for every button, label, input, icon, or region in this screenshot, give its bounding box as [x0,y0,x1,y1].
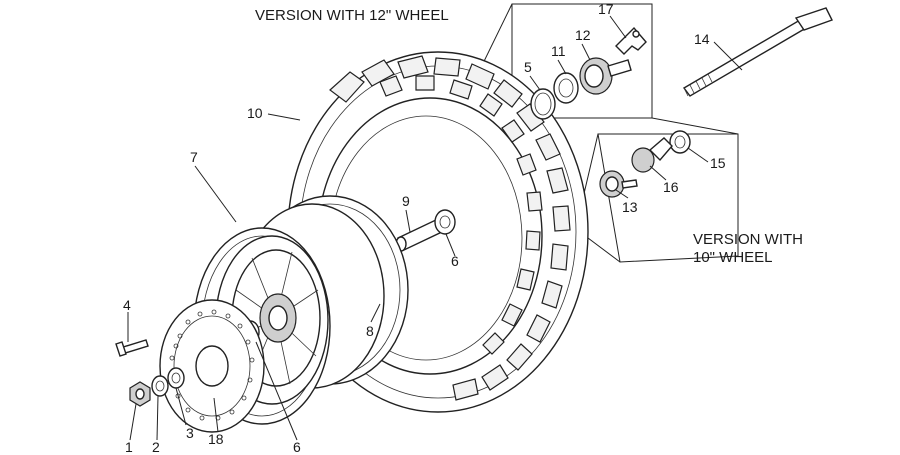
tire-tread [329,55,571,401]
callout-16: 16 [663,179,679,195]
part-12-speedometer-drive [579,57,632,95]
callout-13: 13 [622,199,638,215]
caption-version-12-inch: VERSION WITH 12" WHEEL [255,7,449,24]
part-15-washer-10 [669,130,691,154]
part-6-bearing-upper [434,209,456,235]
callout-3: 3 [186,425,194,441]
callout-6-lower: 6 [293,439,301,455]
callout-9: 9 [402,193,410,209]
callout-17: 17 [598,1,614,17]
callout-12: 12 [575,27,591,43]
part-5-circlip [530,88,556,120]
part-1-nut [129,381,151,407]
callout-4: 4 [123,297,131,313]
inset-box-10-inch [597,133,739,263]
part-18-brake-disc [159,299,265,433]
callout-6-upper: 6 [451,253,459,269]
callout-10: 10 [247,105,263,121]
caption-version-10-inch-line1: VERSION WITH [693,231,803,248]
axle [682,7,833,97]
leader-lines [127,15,743,441]
part-2-washer [151,375,169,397]
callout-18: 18 [208,431,224,447]
callout-2: 2 [152,439,160,455]
callout-7: 7 [190,149,198,165]
callout-15: 15 [710,155,726,171]
part-3-washer [167,367,185,389]
part-11-washer-12 [553,72,579,104]
part-13-speedometer-gear [599,170,638,198]
callout-5: 5 [524,59,532,75]
callout-11: 11 [551,43,566,59]
part-4-bolt [115,339,149,357]
callout-14: 14 [694,31,710,47]
part-17-drive-tab [615,26,647,55]
callout-8: 8 [366,323,374,339]
caption-version-10-inch-line2: 10" WHEEL [693,249,773,266]
callout-1: 1 [125,439,133,455]
part-16-drive-plate [631,137,673,173]
